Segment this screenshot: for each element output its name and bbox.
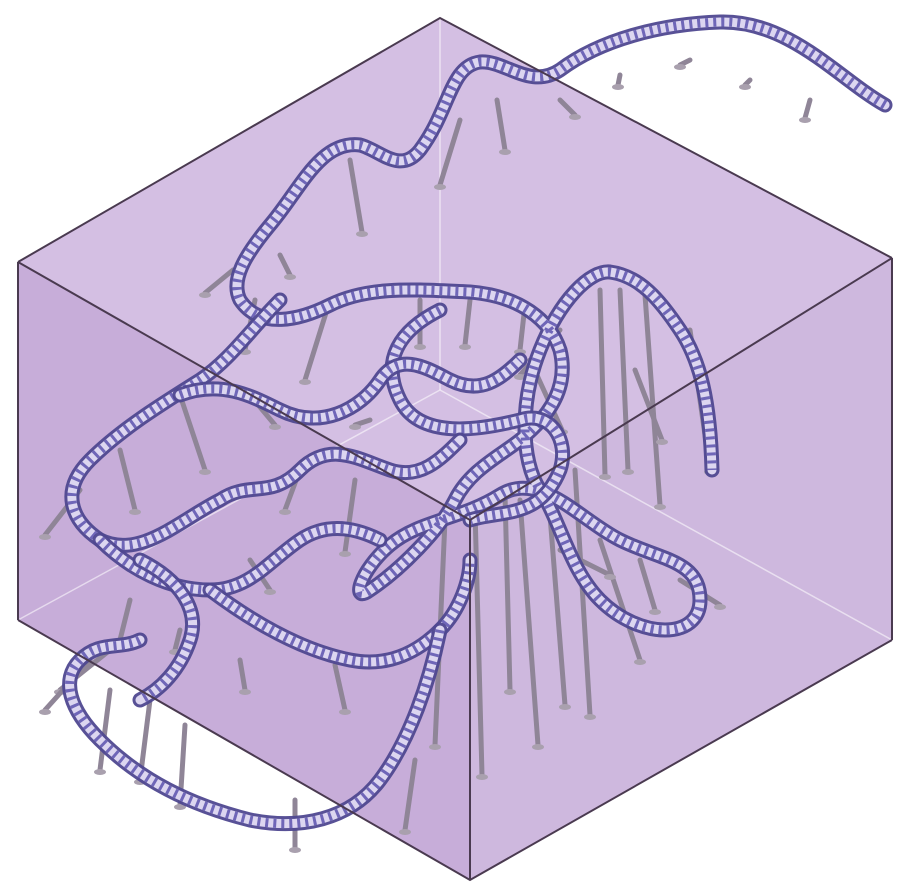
pillar-footing — [299, 379, 311, 385]
support-pillar — [617, 287, 631, 473]
pillar-footing — [429, 744, 441, 750]
track-rail-inner — [232, 17, 890, 635]
pillar-footing — [239, 689, 251, 695]
support-pillar — [117, 597, 133, 643]
support-pillar — [352, 417, 373, 428]
pillar-footing — [612, 84, 624, 90]
pillar-footing — [714, 604, 726, 610]
pillar-footing — [129, 509, 141, 515]
support-pillar — [642, 292, 663, 508]
pillar-footing — [476, 774, 488, 780]
support-pillar — [494, 97, 508, 153]
pillar-footing — [434, 184, 446, 190]
support-pillar — [802, 97, 813, 121]
pillar-footing — [499, 149, 511, 155]
pillar-footing — [599, 474, 611, 480]
pillar-footing — [264, 589, 276, 595]
pillar-footing — [656, 439, 668, 445]
pillar-footing — [559, 704, 571, 710]
box-hidden-edge-left — [17, 389, 441, 621]
pillar-footing — [569, 114, 581, 120]
pillar-footing — [414, 344, 426, 350]
pillar-footing — [284, 274, 296, 280]
support-pillar — [237, 657, 248, 693]
support-pillar — [597, 537, 643, 663]
support-pillar — [517, 497, 541, 748]
support-pillar — [402, 757, 418, 833]
pillar-footing — [39, 709, 51, 715]
support-pillar — [472, 507, 485, 778]
pillar-footing — [622, 469, 634, 475]
support-pillar — [437, 117, 463, 188]
support-pillar — [202, 267, 236, 296]
track-truss-cross-ties — [96, 523, 383, 595]
track-truss-cross-ties — [65, 629, 445, 829]
pillar-footing — [279, 509, 291, 515]
pillar-footing — [604, 574, 616, 580]
box-hidden-edge-right — [439, 389, 893, 641]
support-pillars — [39, 57, 813, 853]
pillar-footing — [649, 609, 661, 615]
pillar-footing — [339, 551, 351, 557]
pillar-footing — [399, 829, 411, 835]
pillar-footing — [289, 847, 301, 853]
support-pillar — [615, 72, 623, 88]
box-top-face — [18, 18, 892, 520]
track-truss-cross-ties — [137, 555, 198, 705]
support-pillar — [637, 557, 658, 613]
pillar-footing — [459, 344, 471, 350]
pillar-footing — [799, 117, 811, 123]
pillar-footing — [504, 689, 516, 695]
pillar-footing — [674, 64, 686, 70]
pillar-footing — [94, 769, 106, 775]
box-bottom-outline — [17, 619, 893, 882]
support-pillar — [632, 367, 665, 443]
support-pillar — [557, 97, 578, 118]
support-pillar — [332, 662, 348, 713]
box-top-outline — [17, 16, 893, 263]
pillar-footing — [199, 469, 211, 475]
pillar-footing — [356, 231, 368, 237]
support-pillar — [177, 392, 208, 473]
track-truss-cross-ties — [207, 559, 475, 667]
support-pillar — [342, 477, 358, 555]
track-truss-cross-ties — [178, 356, 524, 423]
box-outline — [17, 16, 893, 882]
support-pillar — [502, 492, 513, 693]
pillar-footing — [199, 292, 211, 298]
pillar-footing — [514, 374, 526, 380]
support-pillar — [277, 252, 293, 278]
pillar-footing — [654, 504, 666, 510]
support-pillar — [462, 297, 473, 348]
pillar-footing — [739, 84, 751, 90]
pillar-footing — [634, 659, 646, 665]
pillar-footing — [174, 804, 186, 810]
pillar-footing — [339, 709, 351, 715]
support-pillar — [347, 157, 365, 235]
pillar-footing — [39, 534, 51, 540]
pillar-footing — [269, 424, 281, 430]
support-pillar — [97, 687, 113, 773]
pillar-footing — [349, 424, 361, 430]
pillar-footing — [532, 744, 544, 750]
pillar-footing — [584, 714, 596, 720]
support-pillar — [117, 447, 138, 513]
support-pillar — [172, 627, 183, 653]
support-pillar — [597, 287, 608, 478]
